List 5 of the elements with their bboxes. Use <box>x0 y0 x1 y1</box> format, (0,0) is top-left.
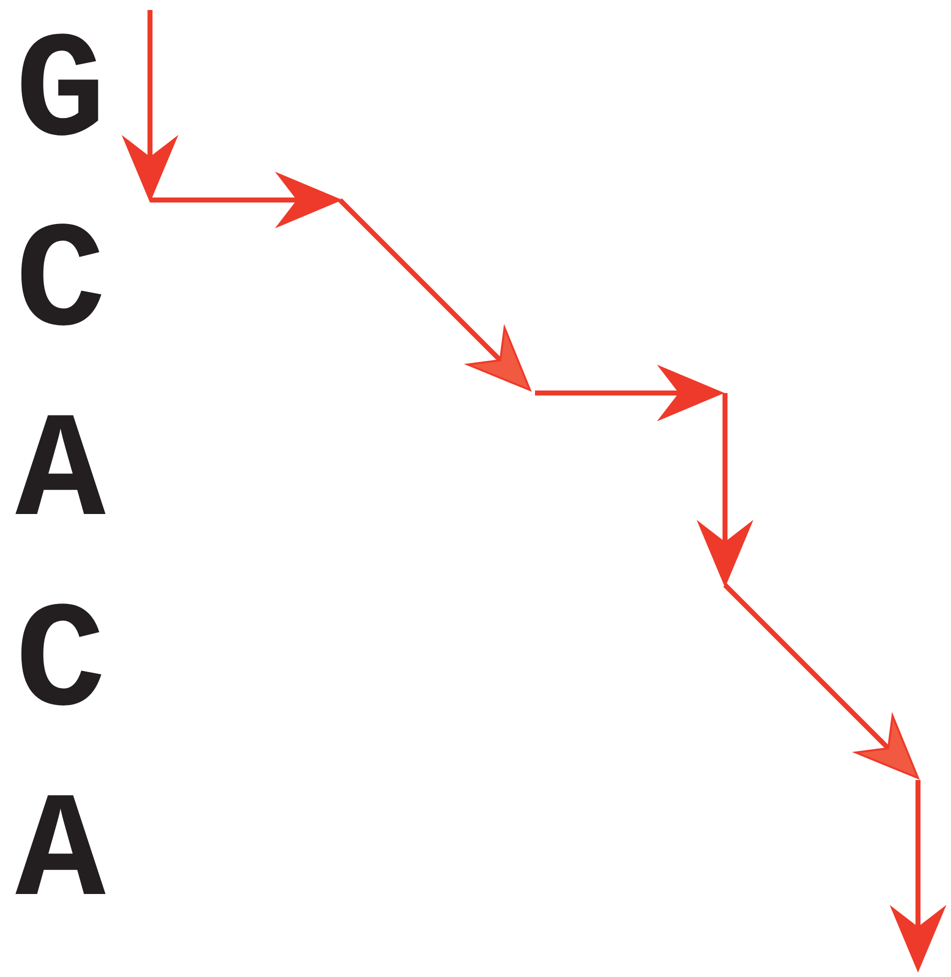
base-letter: A <box>14 780 106 930</box>
base-letter: C <box>14 210 106 360</box>
base-letter: C <box>14 590 106 740</box>
base-letter: G <box>14 20 106 170</box>
base-letter: A <box>14 400 106 550</box>
